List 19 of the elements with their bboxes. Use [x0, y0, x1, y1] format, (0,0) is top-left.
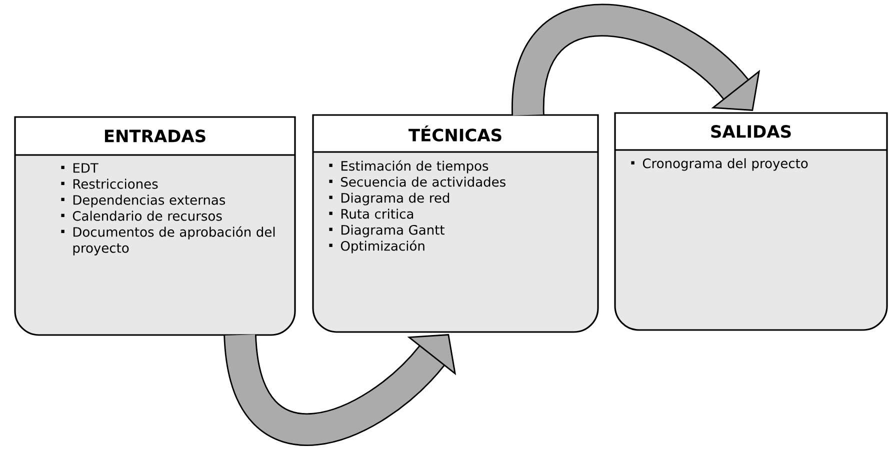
bullet-item: EDT: [61, 163, 98, 173]
bullet-item: Diagrama de red: [329, 192, 450, 206]
bullet-item: Cronograma del proyecto: [631, 158, 808, 171]
bullet-item: Secuencia de actividades: [329, 176, 506, 187]
process-box: [14, 116, 296, 336]
bullet-item: Optimización: [329, 240, 424, 254]
bullet-item: Dependencias externas: [61, 194, 226, 208]
process-box: [614, 112, 888, 331]
curved-arrow: [512, 4, 760, 116]
box-heading: ENTRADAS: [104, 130, 206, 142]
bullet-item: Diagrama Gantt: [329, 224, 444, 238]
bullet-item: Estimación de tiempos: [329, 160, 488, 174]
box-heading: SALIDAS: [711, 125, 791, 138]
bullet-item: Restricciones: [61, 178, 158, 189]
bullet-item: Ruta critica: [329, 208, 414, 219]
box-heading: TÉCNICAS: [408, 126, 502, 142]
bullet-item: Calendario de recursos: [61, 210, 222, 221]
process-box: [312, 114, 599, 333]
bullet-item: Documentos de aprobación del proyecto: [61, 226, 275, 256]
